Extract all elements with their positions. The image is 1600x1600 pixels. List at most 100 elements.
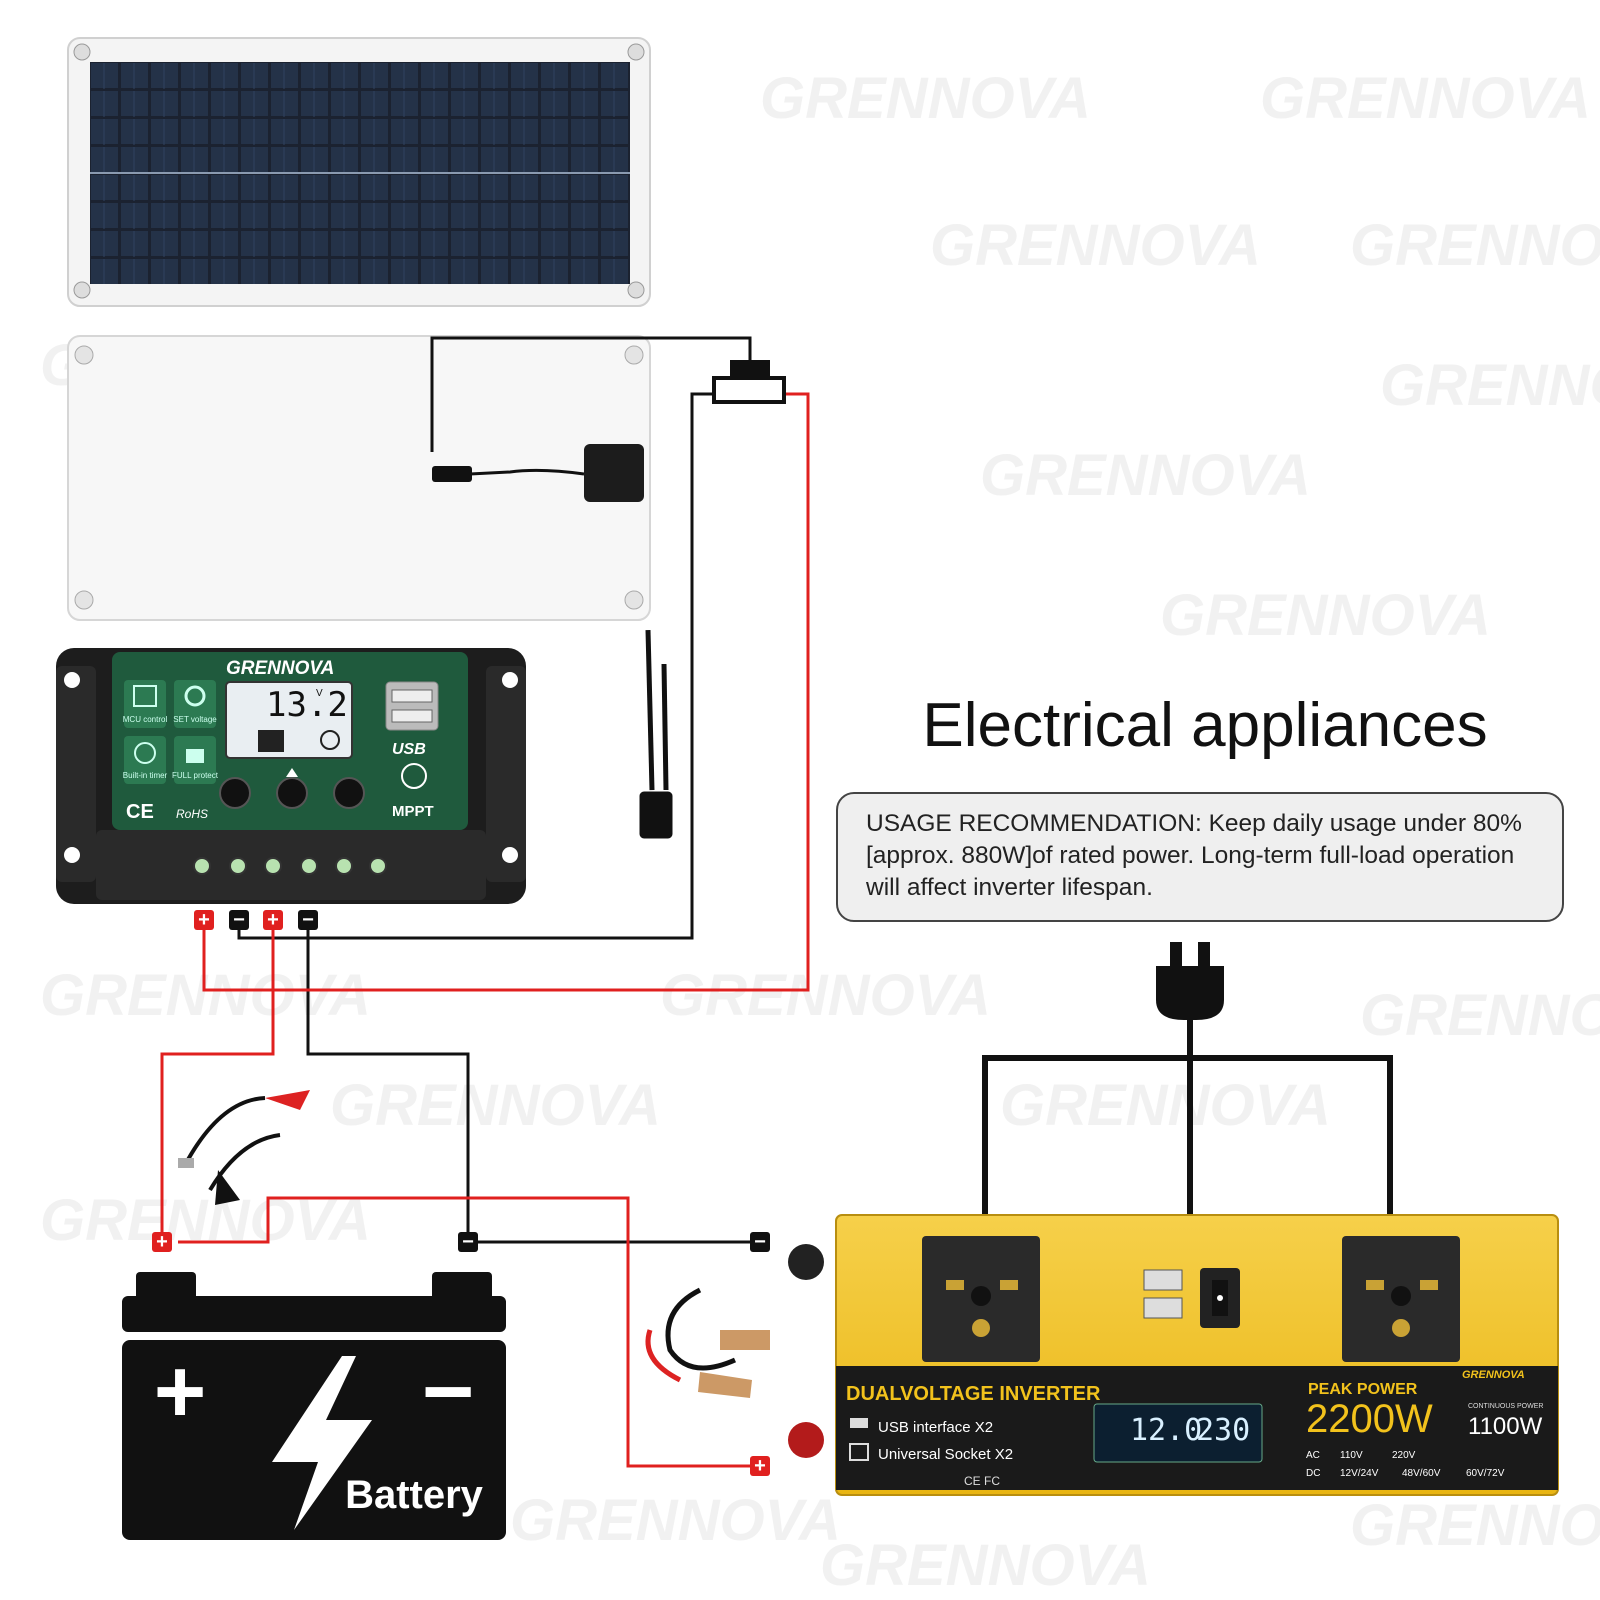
inverter-brand: GRENNOVA xyxy=(1462,1369,1525,1381)
appliances-title: Electrical appliances xyxy=(922,691,1488,760)
peak-power-label: PEAK POWER xyxy=(1308,1381,1418,1398)
dc-connector xyxy=(432,466,472,482)
positive-terminal-post xyxy=(788,1422,824,1458)
appliance-wires xyxy=(982,1020,1393,1215)
usb-icon xyxy=(850,1418,868,1428)
svg-text:+: + xyxy=(754,1455,766,1477)
ac-option: 220V xyxy=(1392,1450,1416,1461)
feature-tile-mcu: MCU control xyxy=(123,680,167,728)
controller-brand: GRENNOVA xyxy=(226,658,334,679)
chip-icon xyxy=(133,685,157,707)
extension-cable xyxy=(639,629,673,839)
watermark-text: GRENNOVA xyxy=(820,1533,1151,1598)
menu-button[interactable] xyxy=(219,777,251,809)
watermark-text: GRENNOVA xyxy=(330,1073,661,1138)
continuous-power-value: 1100W xyxy=(1468,1413,1543,1440)
watermark-text: GRENNOVA xyxy=(1350,1493,1600,1558)
up-button[interactable] xyxy=(276,777,308,809)
dc-option: 48V/60V xyxy=(1402,1468,1441,1479)
positive-wires xyxy=(160,392,810,1468)
feature-label: SET voltage xyxy=(173,715,217,724)
feature-tile-timer: Built-in timer xyxy=(123,736,168,784)
gear-icon xyxy=(184,685,206,707)
watermark-text: GRENNOVA xyxy=(1350,213,1600,278)
lcd-voltage: 13.2 xyxy=(266,685,348,725)
svg-text:−: − xyxy=(233,909,245,931)
feature-tile-protect: FULL protect xyxy=(172,736,219,784)
ac-socket-right xyxy=(1342,1236,1460,1362)
usage-recommendation-text: USAGE RECOMMENDATION: Keep daily usage u… xyxy=(866,810,1522,901)
usb-port-1 xyxy=(1143,1269,1183,1291)
terminal-markers: + − + − + − − + xyxy=(152,909,770,1477)
down-button[interactable] xyxy=(333,777,365,809)
ac-socket-left xyxy=(922,1236,1040,1362)
usage-recommendation-box: USAGE RECOMMENDATION: Keep daily usage u… xyxy=(836,792,1564,922)
watermark-text: GRENNOVA xyxy=(980,443,1311,508)
ac-option: 110V xyxy=(1340,1450,1363,1461)
mppt-label: MPPT xyxy=(392,803,434,820)
lcd-input-voltage: 12.0 xyxy=(1130,1413,1202,1448)
bulb-icon xyxy=(320,730,340,750)
lock-icon xyxy=(186,749,204,763)
usb-ports xyxy=(385,681,439,731)
negative-wires xyxy=(237,336,760,1244)
junction-box xyxy=(584,444,644,502)
lcd-output-voltage: 230 xyxy=(1196,1413,1250,1448)
dc-option: 12V/24V xyxy=(1340,1468,1379,1479)
clock-icon xyxy=(134,742,156,764)
socket-icon xyxy=(849,1443,869,1461)
battery-level-icon xyxy=(258,730,284,752)
peak-power-value: 2200W xyxy=(1306,1397,1433,1441)
battery-minus-marker: − xyxy=(458,1231,478,1253)
watermark-text: GRENNOVA xyxy=(1160,583,1491,648)
alligator-clip-cable-upper xyxy=(178,1090,310,1205)
svg-text:−: − xyxy=(302,909,314,931)
continuous-power-label: CONTINUOUS POWER xyxy=(1468,1403,1543,1410)
controller-plus-marker: + xyxy=(194,909,214,931)
svg-text:−: − xyxy=(754,1231,766,1253)
inverter: DUALVOLTAGE INVERTER USB interface X2 Un… xyxy=(788,1214,1559,1496)
controller-minus-marker: − xyxy=(229,909,249,931)
mc4-connector xyxy=(712,360,786,404)
watermark-text: GRENNOVA xyxy=(1360,983,1600,1048)
battery: + − Battery xyxy=(122,1272,506,1540)
solar-panel-back xyxy=(67,335,651,621)
watermark-text: GRENNOVA xyxy=(1260,66,1591,131)
usb-port-2 xyxy=(1143,1297,1183,1319)
watermark-text: GRENNOVA xyxy=(930,213,1261,278)
inverter-plus-marker: + xyxy=(750,1455,770,1477)
rohs-mark: RoHS xyxy=(176,807,208,821)
plug-icon xyxy=(1156,942,1224,1020)
battery-label: Battery xyxy=(345,1473,484,1517)
negative-terminal-post xyxy=(788,1244,824,1280)
ac-label: AC xyxy=(1306,1450,1320,1461)
lightbulb-icon xyxy=(401,763,427,789)
dc-option: 60V/72V xyxy=(1466,1468,1505,1479)
svg-text:+: + xyxy=(198,909,210,931)
ce-mark: CE xyxy=(126,801,154,823)
watermark-text: GRENNOVA xyxy=(1380,353,1600,418)
arrow-up-icon xyxy=(286,768,298,777)
inverter-minus-marker: − xyxy=(750,1231,770,1253)
feature-tile-set: SET voltage xyxy=(173,680,217,728)
inverter-certifications: CE FC xyxy=(964,1474,1000,1488)
solar-panel-front xyxy=(67,37,651,307)
inverter-feature-usb: USB interface X2 xyxy=(878,1419,993,1436)
watermark-text: GRENNOVA xyxy=(1000,1073,1331,1138)
battery-minus-sign: − xyxy=(422,1342,475,1442)
battery-plus-sign: + xyxy=(154,1342,207,1442)
controller-minus-marker: − xyxy=(298,909,318,931)
charge-controller: GRENNOVA MCU control SET voltage Built-i… xyxy=(56,648,526,904)
watermark-text: GRENNOVA xyxy=(660,963,991,1028)
watermark-text: GRENNOVA xyxy=(760,66,1091,131)
watermark-text: GRENNOVA xyxy=(510,1488,841,1553)
screw-terminals xyxy=(193,857,387,875)
inverter-name: DUALVOLTAGE INVERTER xyxy=(846,1383,1101,1405)
lcd-unit: V xyxy=(316,688,323,699)
battery-plus-marker: + xyxy=(152,1231,172,1253)
svg-text:−: − xyxy=(462,1231,474,1253)
lightning-bolt-icon xyxy=(272,1356,372,1530)
inverter-lcd xyxy=(1093,1403,1263,1463)
usb-label: USB xyxy=(392,741,426,758)
